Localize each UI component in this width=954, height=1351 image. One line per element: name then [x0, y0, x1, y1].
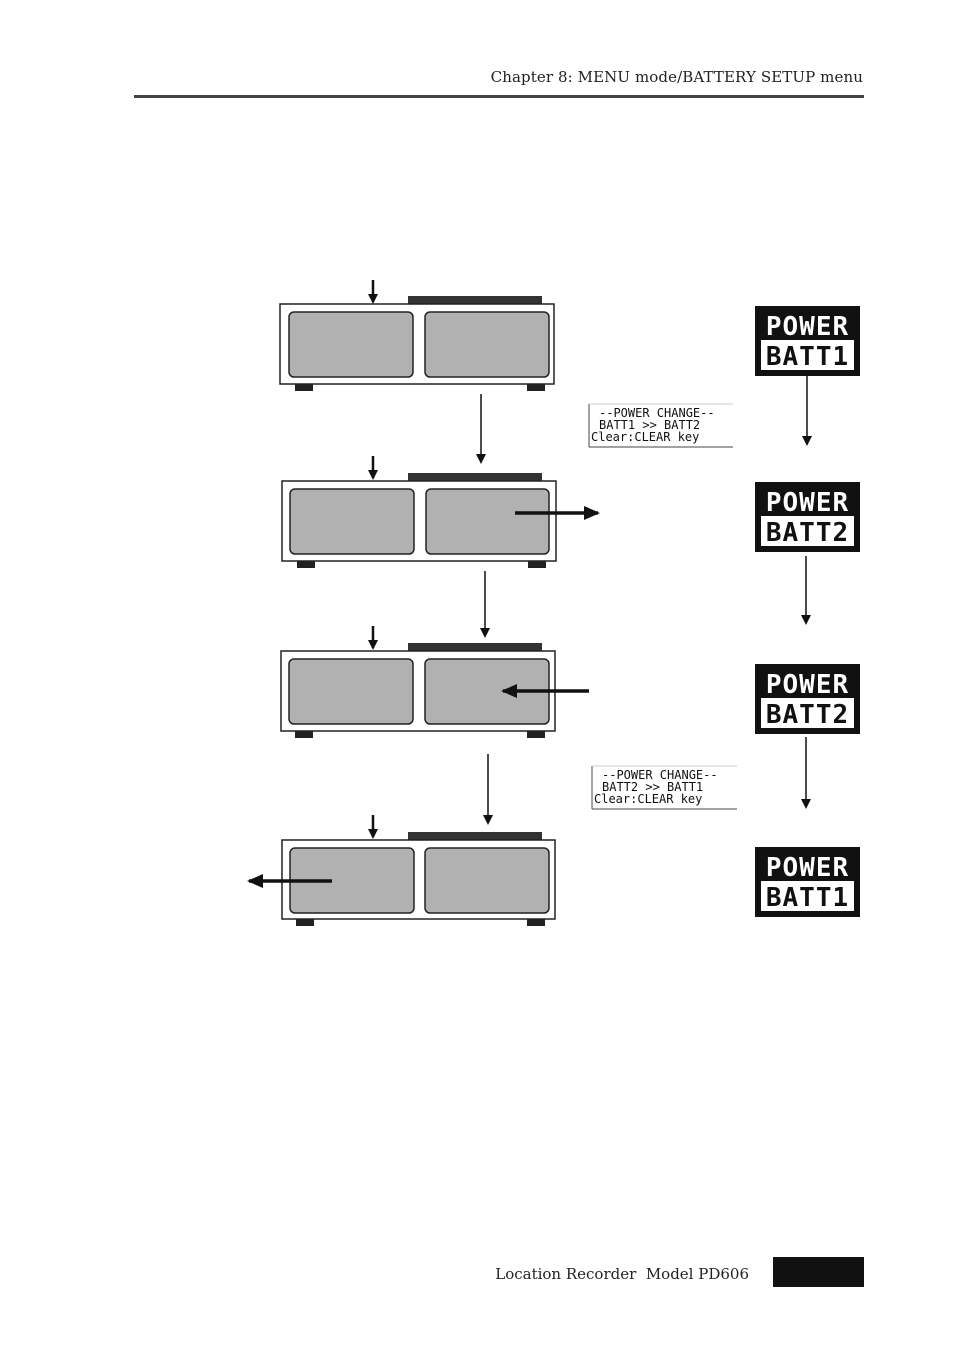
badge-batt-label: BATT1	[766, 883, 849, 913]
top-bar	[408, 473, 542, 481]
battery-unit-4	[247, 815, 556, 926]
battery-slot-1	[289, 488, 415, 555]
page-number-box	[773, 1257, 864, 1287]
battery-slot-1	[288, 311, 414, 378]
badge-power-label: POWER	[766, 312, 849, 342]
battery-unit-1	[279, 280, 555, 391]
footer-product: Location Recorder Model PD606	[495, 1265, 749, 1283]
lcd-line: BATT1 >> BATT2	[599, 418, 700, 432]
badge-power-label: POWER	[766, 488, 849, 518]
power-badge-1: POWER BATT1	[755, 306, 860, 376]
battery-slot-1	[288, 658, 414, 725]
foot	[527, 384, 545, 391]
badge-batt-label: BATT2	[766, 518, 849, 548]
foot	[297, 561, 315, 568]
badge-power-label: POWER	[766, 853, 849, 883]
header-rule	[134, 95, 864, 98]
top-bar	[408, 296, 542, 304]
battery-slot-2	[424, 311, 550, 378]
top-bar	[408, 643, 542, 651]
chapter-header: Chapter 8: MENU mode/BATTERY SETUP menu	[490, 68, 863, 86]
battery-unit-2	[281, 456, 600, 568]
lcd-line: Clear:CLEAR key	[591, 430, 699, 444]
lcd-line: BATT2 >> BATT1	[602, 780, 703, 794]
badge-power-label: POWER	[766, 670, 849, 700]
foot	[296, 919, 314, 926]
foot	[528, 561, 546, 568]
power-badge-4: POWER BATT1	[755, 847, 860, 917]
top-bar	[408, 832, 542, 840]
foot	[527, 919, 545, 926]
lcd-line: --POWER CHANGE--	[599, 406, 715, 420]
power-badge-3: POWER BATT2	[755, 664, 860, 734]
battery-slot-2	[425, 488, 550, 555]
battery-slot-2	[424, 847, 550, 914]
battery-unit-3	[280, 626, 589, 738]
foot	[527, 731, 545, 738]
lcd-line: --POWER CHANGE--	[602, 768, 718, 782]
foot	[295, 731, 313, 738]
lcd-message-2: --POWER CHANGE-- BATT2 >> BATT1 Clear:CL…	[591, 765, 737, 810]
lcd-line: Clear:CLEAR key	[594, 792, 702, 806]
foot	[295, 384, 313, 391]
power-badge-2: POWER BATT2	[755, 482, 860, 552]
badge-batt-label: BATT2	[766, 700, 849, 730]
badge-batt-label: BATT1	[766, 342, 849, 372]
lcd-message-1: --POWER CHANGE-- BATT1 >> BATT2 Clear:CL…	[588, 403, 733, 448]
